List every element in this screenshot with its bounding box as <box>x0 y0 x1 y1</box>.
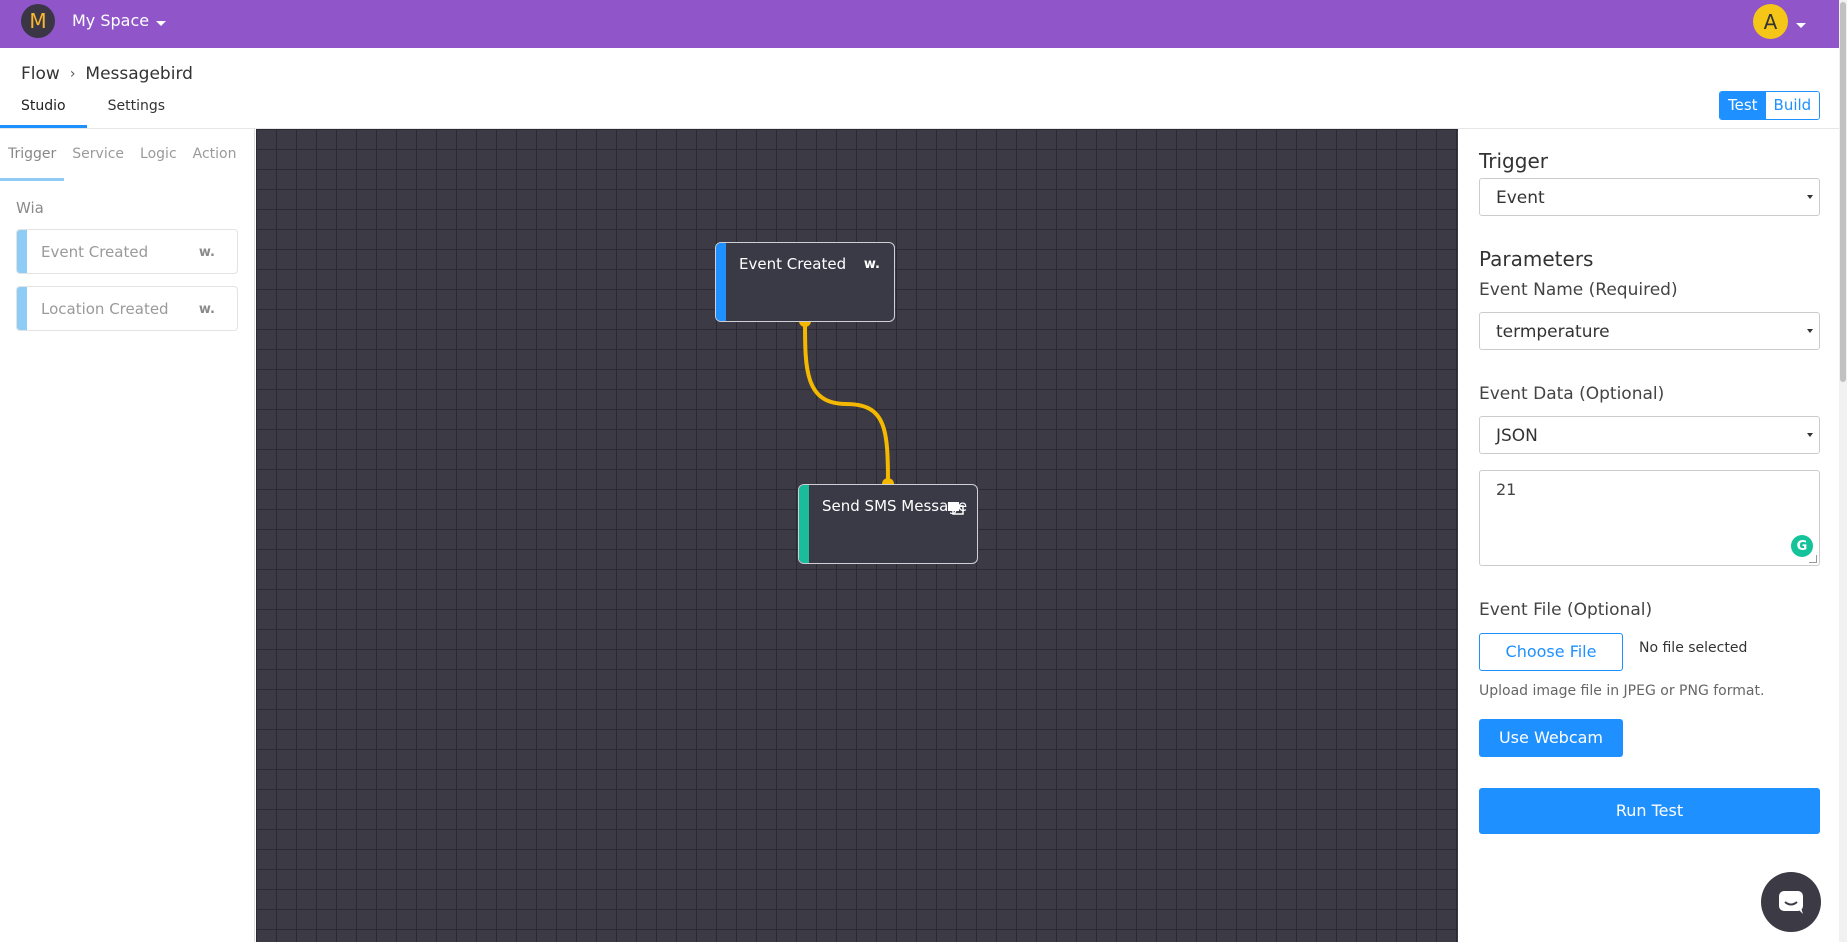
node-palette: Trigger Service Logic Action Wia Event C… <box>0 129 255 942</box>
mode-toggle: Test Build <box>1719 91 1821 120</box>
breadcrumb-current: Messagebird <box>85 64 193 84</box>
palette-item-label: Location Created <box>41 300 169 318</box>
wia-logo-icon: w. <box>198 245 215 260</box>
wia-logo-icon: w. <box>198 302 215 317</box>
chevron-down-icon <box>1807 433 1813 437</box>
flow-node-event-created[interactable]: Event Created w. <box>715 242 895 322</box>
palette-tab-service[interactable]: Service <box>72 146 125 162</box>
scrollbar-thumb[interactable] <box>1840 2 1846 382</box>
trigger-heading: Trigger <box>1479 149 1548 173</box>
build-mode-button[interactable]: Build <box>1765 92 1820 119</box>
messagebird-icon <box>948 502 964 515</box>
file-status-text: No file selected <box>1639 640 1748 656</box>
palette-tab-trigger[interactable]: Trigger <box>0 129 65 181</box>
palette-item-accent <box>17 287 27 330</box>
choose-file-button[interactable]: Choose File <box>1479 633 1623 671</box>
chat-icon <box>1779 891 1803 914</box>
chevron-down-icon <box>1807 195 1813 199</box>
trigger-select-value: Event <box>1496 188 1545 208</box>
palette-tab-logic[interactable]: Logic <box>140 146 177 162</box>
chevron-down-icon[interactable] <box>156 21 166 26</box>
grammarly-icon[interactable]: G <box>1791 535 1813 557</box>
page-scrollbar[interactable] <box>1839 0 1847 942</box>
chat-launcher-button[interactable] <box>1761 872 1821 932</box>
user-avatar[interactable]: A <box>1753 4 1788 39</box>
use-webcam-button[interactable]: Use Webcam <box>1479 719 1623 757</box>
breadcrumb: Flow › Messagebird <box>21 64 193 84</box>
resize-handle-icon[interactable] <box>1809 555 1817 563</box>
run-test-button[interactable]: Run Test <box>1479 788 1820 834</box>
flow-node-send-sms[interactable]: Send SMS Message <box>798 484 978 564</box>
node-title: Send SMS Message <box>822 497 968 515</box>
chevron-down-icon <box>1807 329 1813 333</box>
event-data-format-select[interactable]: JSON <box>1479 416 1820 454</box>
event-name-select[interactable]: termperature <box>1479 312 1820 350</box>
palette-item-label: Event Created <box>41 243 149 261</box>
node-title: Event Created <box>739 255 847 273</box>
node-accent <box>716 243 726 321</box>
breadcrumb-root[interactable]: Flow <box>21 64 60 84</box>
palette-item-accent <box>17 230 27 273</box>
event-data-label: Event Data (Optional) <box>1479 384 1665 404</box>
event-data-format-value: JSON <box>1496 426 1538 446</box>
tab-studio[interactable]: Studio <box>0 98 87 128</box>
node-accent <box>799 485 809 563</box>
palette-tabs: Trigger Service Logic Action <box>0 129 254 181</box>
event-name-label: Event Name (Required) <box>1479 280 1678 300</box>
upload-hint: Upload image file in JPEG or PNG format. <box>1479 683 1765 699</box>
palette-item-event-created[interactable]: Event Created w. <box>16 229 238 274</box>
properties-panel: Trigger Event Parameters Event Name (Req… <box>1459 129 1847 942</box>
wia-logo-icon: w. <box>863 257 880 272</box>
page-tabs: Studio Settings <box>0 98 186 128</box>
event-file-label: Event File (Optional) <box>1479 600 1653 620</box>
parameters-heading: Parameters <box>1479 247 1594 271</box>
event-data-value: 21 <box>1496 480 1517 499</box>
palette-tab-action[interactable]: Action <box>192 146 237 162</box>
palette-group-label: Wia <box>16 199 44 217</box>
test-mode-button[interactable]: Test <box>1720 92 1766 119</box>
trigger-select[interactable]: Event <box>1479 178 1820 216</box>
event-name-value: termperature <box>1496 322 1610 342</box>
header-divider <box>0 128 1847 129</box>
palette-item-location-created[interactable]: Location Created w. <box>16 286 238 331</box>
space-switcher[interactable]: My Space <box>72 11 150 30</box>
space-avatar[interactable]: M <box>21 4 55 38</box>
tab-settings[interactable]: Settings <box>107 98 166 114</box>
chevron-down-icon[interactable] <box>1796 23 1806 28</box>
top-bar: M My Space A <box>0 0 1847 48</box>
event-data-textarea[interactable]: 21 G <box>1479 470 1820 566</box>
breadcrumb-separator: › <box>69 66 76 82</box>
flow-canvas[interactable]: Event Created w. Send SMS Message <box>256 129 1458 942</box>
